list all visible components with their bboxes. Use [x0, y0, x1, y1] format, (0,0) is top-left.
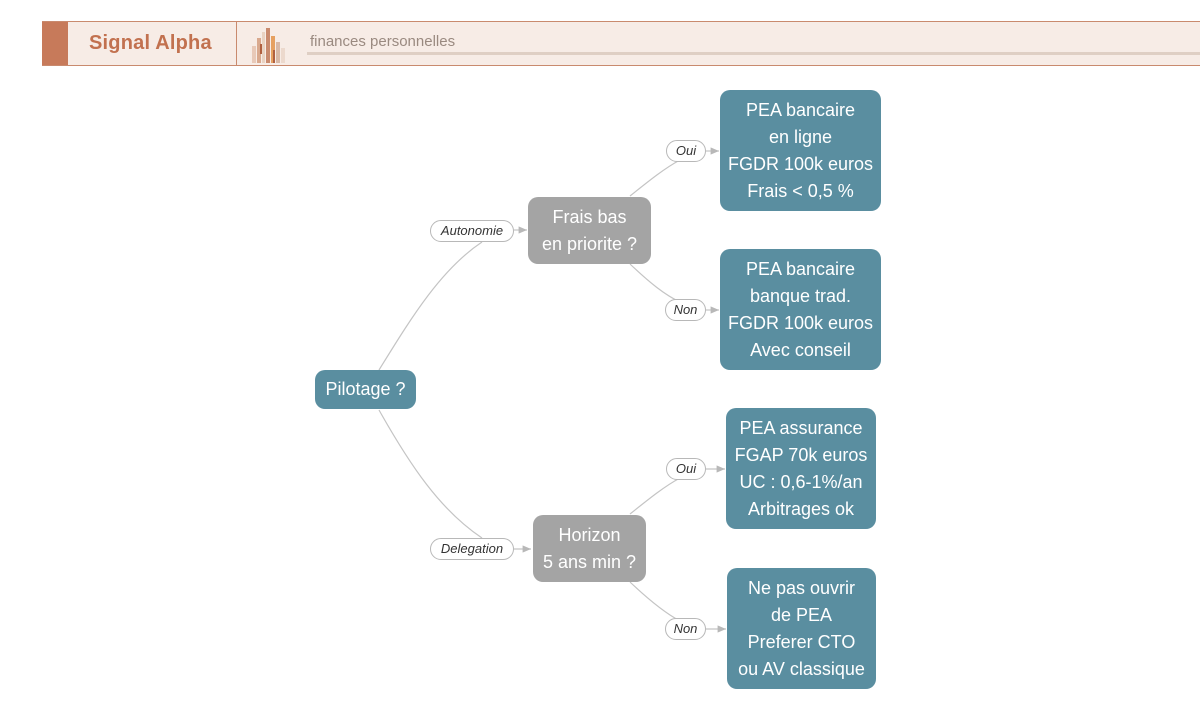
node-line: Arbitrages ok: [747, 498, 855, 519]
result-node-pea-bancaire-trad[interactable]: PEA bancaire banque trad. FGDR 100k euro…: [720, 249, 881, 370]
branch-label-autonomie: Autonomie: [430, 220, 514, 242]
edge-q2-non: [629, 581, 681, 622]
node-line: Frais bas: [552, 206, 627, 227]
node-line: en priorite ?: [541, 233, 638, 254]
node-line: Avec conseil: [750, 339, 851, 360]
node-line: Pilotage ?: [325, 379, 406, 399]
edge-q1-non: [629, 263, 681, 303]
node-line: FGAP 70k euros: [734, 444, 868, 465]
branch-label-delegation: Delegation: [430, 538, 514, 560]
node-line: banque trad.: [749, 285, 852, 306]
tagline: finances personnelles: [310, 33, 456, 50]
node-line: Preferer CTO: [747, 631, 856, 652]
result-node-pea-bancaire-en-ligne[interactable]: PEA bancaire en ligne FGDR 100k euros Fr…: [720, 90, 881, 211]
result-node-pea-assurance[interactable]: PEA assurance FGAP 70k euros UC : 0,6-1%…: [726, 408, 876, 529]
node-line: PEA assurance: [739, 417, 863, 438]
answer-label-oui: Oui: [666, 140, 706, 162]
node-line: ou AV classique: [738, 658, 865, 679]
node-line: PEA bancaire: [745, 258, 856, 279]
edge-q2-oui: [629, 477, 681, 515]
answer-label-oui: Oui: [666, 458, 706, 480]
header-accent-bar: [42, 22, 68, 65]
app-header: Signal Alpha finances personnelles: [42, 21, 1200, 66]
answer-label-non: Non: [665, 618, 706, 640]
brand-name[interactable]: Signal Alpha: [89, 32, 212, 54]
edge-q1-oui: [629, 159, 681, 197]
header-separator: [236, 22, 237, 65]
edge-root-autonomie: [378, 241, 483, 371]
node-line: Ne pas ouvrir: [747, 577, 856, 598]
node-line: de PEA: [770, 604, 833, 625]
node-line: Frais < 0,5 %: [747, 180, 854, 201]
root-node[interactable]: Pilotage ?: [315, 370, 416, 409]
node-line: Horizon: [558, 524, 621, 545]
tagline-underline: [307, 52, 1200, 55]
node-line: 5 ans min ?: [542, 551, 637, 572]
question-node-frais[interactable]: Frais bas en priorite ?: [528, 197, 651, 264]
edge-root-delegation: [378, 409, 483, 539]
question-node-horizon[interactable]: Horizon 5 ans min ?: [533, 515, 646, 582]
node-line: UC : 0,6-1%/an: [739, 471, 863, 492]
bar-chart-logo-icon: [252, 28, 285, 63]
answer-label-non: Non: [665, 299, 706, 321]
node-line: PEA bancaire: [745, 99, 856, 120]
node-line: FGDR 100k euros: [727, 312, 874, 333]
result-node-ne-pas-ouvrir[interactable]: Ne pas ouvrir de PEA Preferer CTO ou AV …: [727, 568, 876, 689]
node-line: FGDR 100k euros: [727, 153, 874, 174]
node-line: en ligne: [768, 126, 833, 147]
